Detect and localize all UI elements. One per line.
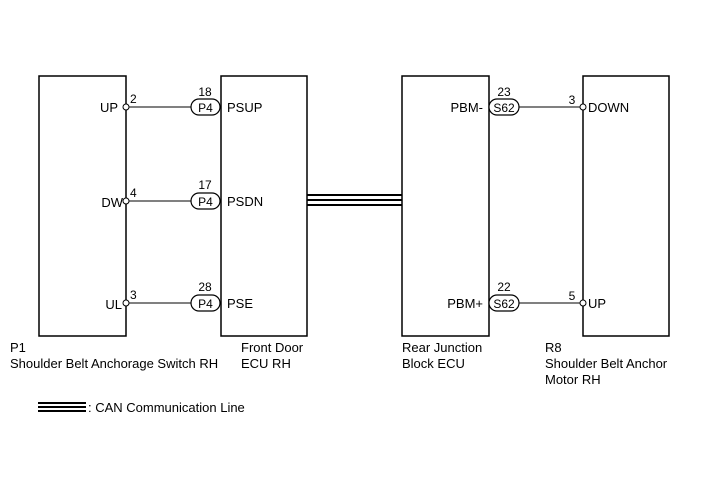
ecu-pin-number: 28 [198, 280, 212, 294]
motor-box [582, 75, 670, 337]
rear-junction-ecu-name-line1: Rear Junction [402, 340, 482, 355]
connector-code: S62 [493, 101, 515, 115]
wire-pbm-minus: PBM- S62 23 3 DOWN [451, 85, 629, 116]
front-door-ecu-name-line1: Front Door [241, 340, 304, 355]
motor-terminal-label: UP [588, 296, 606, 311]
motor-pin-number: 5 [569, 289, 576, 303]
front-door-ecu-name-line2: ECU RH [241, 356, 291, 371]
connector-badge [190, 98, 221, 116]
motor-terminal-label: DOWN [588, 100, 629, 115]
switch-code: P1 [10, 340, 26, 355]
switch-pin-number: 2 [130, 92, 137, 106]
wire-pbm-plus: PBM+ S62 22 5 UP [447, 280, 606, 312]
switch-pin-number: 3 [130, 288, 137, 302]
ecu-terminal-label: PBM- [451, 100, 484, 115]
switch-terminal-label: DW [101, 195, 123, 210]
ecu-pin-number: 23 [497, 85, 511, 99]
switch-terminal-label: UP [100, 100, 118, 115]
rear-junction-ecu-name-line2: Block ECU [402, 356, 465, 371]
connector-badge [488, 98, 520, 116]
connector-code: P4 [198, 195, 213, 209]
connector-badge [190, 294, 221, 312]
wire-dw: DW 4 P4 17 PSDN [101, 178, 263, 210]
motor-pin-number: 3 [569, 93, 576, 107]
terminal-circle [579, 299, 587, 307]
connector-badge [190, 192, 221, 210]
wire-up: UP 2 P4 18 PSUP [100, 85, 262, 116]
terminal-circle [122, 299, 130, 307]
ecu-terminal-label: PSUP [227, 100, 262, 115]
connector-code: P4 [198, 101, 213, 115]
terminal-circle [122, 103, 130, 111]
ecu-terminal-label: PBM+ [447, 296, 483, 311]
can-line [307, 194, 402, 206]
wire-ul: UL 3 P4 28 PSE [105, 280, 253, 312]
connector-code: P4 [198, 297, 213, 311]
ecu-pin-number: 18 [198, 85, 212, 99]
connector-badge [488, 294, 520, 312]
motor-name-line2: Motor RH [545, 372, 601, 387]
terminal-circle [122, 197, 130, 205]
connector-code: S62 [493, 297, 515, 311]
motor-code: R8 [545, 340, 562, 355]
legend-can-symbol [38, 402, 86, 412]
legend: : CAN Communication Line [38, 400, 245, 415]
switch-pin-number: 4 [130, 186, 137, 200]
ecu-pin-number: 22 [497, 280, 511, 294]
switch-terminal-label: UL [105, 297, 122, 312]
ecu-pin-number: 17 [198, 178, 212, 192]
ecu-terminal-label: PSE [227, 296, 253, 311]
legend-text: : CAN Communication Line [88, 400, 245, 415]
motor-name-line1: Shoulder Belt Anchor [545, 356, 668, 371]
terminal-circle [579, 103, 587, 111]
switch-box [38, 75, 127, 337]
ecu-terminal-label: PSDN [227, 194, 263, 209]
switch-name: Shoulder Belt Anchorage Switch RH [10, 356, 218, 371]
